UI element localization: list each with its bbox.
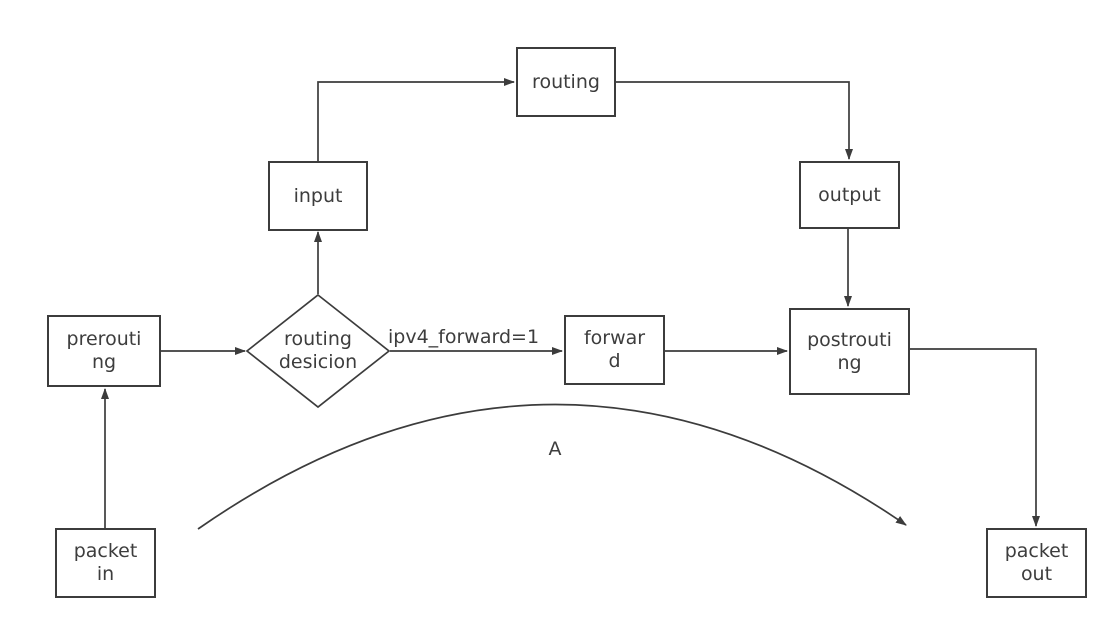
- node-packet-in-label-2: in: [96, 563, 115, 585]
- node-output-label: output: [818, 183, 881, 206]
- node-prerouting-label-2: ng: [91, 351, 117, 373]
- node-forward: forwar d: [564, 315, 665, 385]
- edge-bypass-arc: [197, 403, 907, 530]
- node-forward-label: forwar: [583, 327, 646, 349]
- node-prerouting: prerouti ng: [47, 315, 161, 387]
- edge-label-bypass-arc: A: [548, 438, 562, 460]
- edge-routing-to-output: [616, 81, 853, 160]
- edge-postrouting-to-packet-out: [910, 348, 1040, 527]
- decision-diamond-shape: [245, 293, 391, 409]
- node-forward-label-2: d: [608, 350, 621, 372]
- node-output: output: [799, 161, 900, 229]
- node-postrouting-label: postrouti: [807, 328, 892, 351]
- node-input-label: input: [293, 184, 343, 207]
- decision-node-label: routing desicion: [258, 328, 378, 374]
- node-prerouting-label: prerouti: [66, 328, 142, 350]
- node-routing-label: routing: [532, 70, 600, 93]
- node-packet-in: packet in: [55, 528, 156, 598]
- node-packet-out-label-2: out: [1020, 563, 1053, 585]
- node-routing: routing: [516, 47, 616, 117]
- node-postrouting-label-2: ng: [837, 351, 862, 374]
- node-packet-out: packet out: [986, 528, 1087, 598]
- edge-input-to-routing: [317, 78, 515, 161]
- node-input: input: [268, 161, 368, 231]
- decision-label-line-2: desicion: [278, 351, 358, 373]
- node-packet-in-label: packet: [73, 540, 138, 562]
- decision-label-line-1: routing: [284, 328, 352, 350]
- node-packet-out-label: packet: [1004, 540, 1069, 562]
- edge-label-forward-condition: ipv4_forward=1: [388, 326, 540, 348]
- node-postrouting: postrouti ng: [789, 308, 910, 395]
